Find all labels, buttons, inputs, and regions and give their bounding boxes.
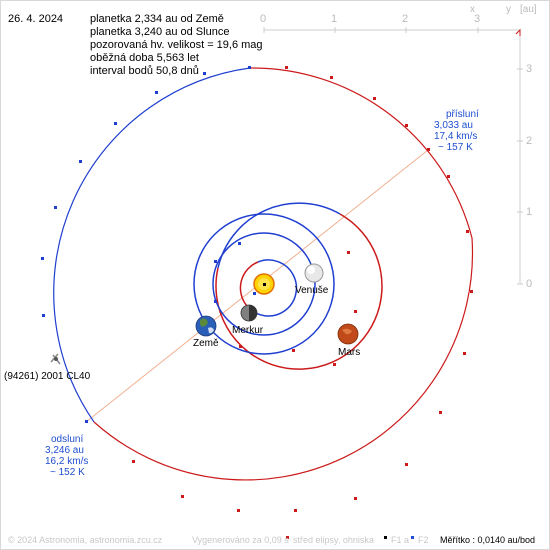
x-tick-label: 0	[260, 13, 267, 25]
venus-orbit	[212, 232, 316, 336]
mars-label: Mars	[338, 347, 361, 358]
aphelion-title: odsluní	[51, 434, 84, 445]
info-interval: interval bodů 50,8 dnů	[90, 65, 199, 77]
info-sun-distance: planetka 3,240 au od Slunce	[90, 26, 230, 38]
y-tick-label: 0	[526, 278, 533, 290]
axes	[263, 27, 523, 285]
asteroid-orbit-far-upper	[249, 67, 473, 239]
aphelion-temperature: ~ 152 K	[50, 467, 85, 478]
aphelion-speed: 16,2 km/s	[45, 456, 89, 467]
x-tick-label: 1	[331, 13, 338, 25]
legend-f1-marker	[384, 536, 387, 539]
x-axis-label: x	[470, 4, 475, 15]
footer-copyright: © 2024 Astronomia, astronomia.zcu.cz	[8, 535, 163, 545]
sun-icon	[253, 273, 275, 295]
mars-orbit-far	[215, 213, 383, 370]
earth-label: Země	[193, 338, 219, 349]
mercury-orbit-far	[239, 261, 259, 307]
legend-center-marker	[286, 536, 289, 539]
perihelion-title: přísluní	[446, 109, 479, 120]
earth-orbit	[193, 213, 335, 355]
venus-icon	[304, 263, 324, 283]
asteroid-label: (94261) 2001 CL40	[4, 371, 91, 382]
y-tick-label: 2	[526, 135, 533, 147]
venus-label: Venuše	[295, 285, 329, 296]
mars-icon	[337, 323, 359, 345]
footer-scale: Měřítko : 0,0140 au/bod	[440, 535, 536, 545]
info-earth-distance: planetka 2,334 au od Země	[90, 13, 224, 25]
orbit-points	[41, 66, 473, 512]
y-tick-label: 3	[526, 63, 533, 75]
asteroid-orbit-far-lower	[93, 237, 474, 481]
footer-legend-f2: F2	[418, 535, 429, 545]
info-magnitude: pozorovaná hv. velikost = 19,6 mag	[90, 39, 263, 51]
date-label: 26. 4. 2024	[8, 13, 64, 25]
mercury-orbit-near	[246, 259, 298, 317]
footer-generated: Vygenerováno za 0,09 s	[192, 535, 289, 545]
aphelion-distance: 3,246 au	[45, 445, 84, 456]
perihelion-temperature: ~ 157 K	[438, 142, 473, 153]
axis-unit-label: [au]	[520, 4, 537, 15]
footer-legend-center: střed elipsy, ohniska	[293, 535, 374, 545]
legend-f2-marker	[411, 536, 414, 539]
perihelion-speed: 17,4 km/s	[434, 131, 478, 142]
asteroid-orbit-near	[53, 67, 251, 423]
earth-icon	[195, 315, 217, 337]
y-axis-label: y	[506, 4, 511, 15]
mercury-icon	[240, 304, 258, 322]
x-tick-label: 2	[402, 13, 409, 25]
footer-legend-f1: F1 a	[391, 535, 410, 545]
mars-orbit-near	[217, 202, 341, 269]
axis-corner-mark	[515, 28, 521, 36]
perihelion-distance: 3,033 au	[434, 120, 473, 131]
mercury-label: Merkur	[232, 325, 264, 336]
asteroid-icon	[50, 353, 61, 365]
y-tick-label: 1	[526, 206, 533, 218]
x-tick-label: 3	[474, 13, 481, 25]
info-period: oběžná doba 5,563 let	[90, 52, 199, 64]
